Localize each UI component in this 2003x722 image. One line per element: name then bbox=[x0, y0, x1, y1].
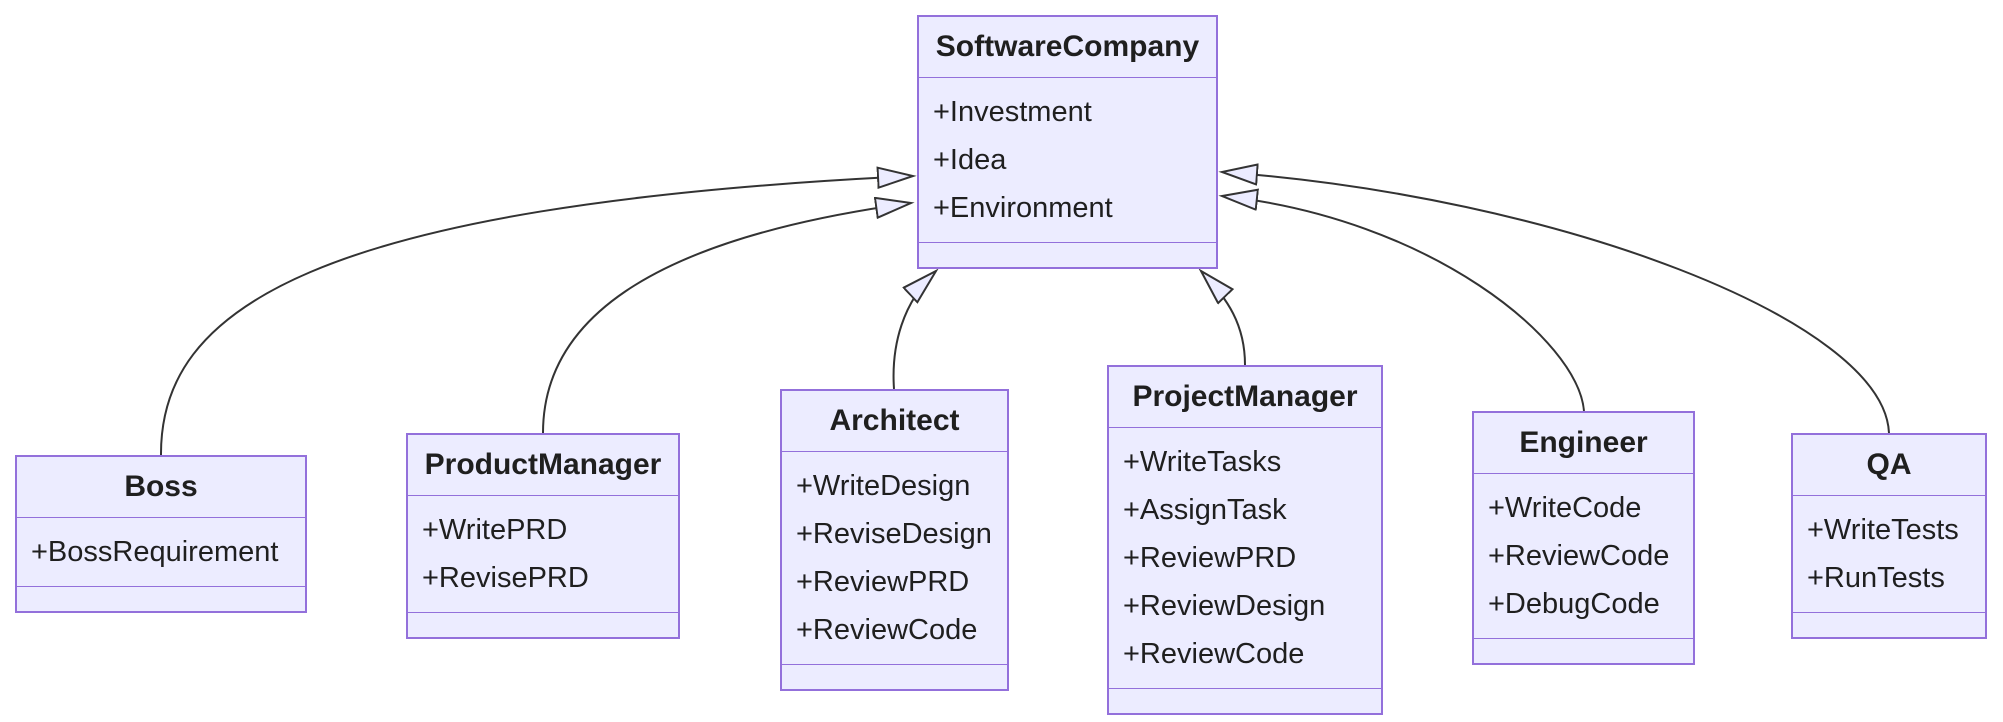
class-title: QA bbox=[1793, 435, 1985, 496]
class-box-qa: QA +WriteTests +RunTests bbox=[1791, 433, 1987, 639]
class-box-engineer: Engineer +WriteCode +ReviewCode +DebugCo… bbox=[1472, 411, 1695, 665]
class-attribute: +RunTests bbox=[1807, 562, 1945, 594]
class-attribute: +ReviewPRD bbox=[1123, 542, 1297, 574]
class-attribute: +ReviewCode bbox=[1123, 638, 1305, 670]
inheritance-edge-architect-to-softwarecompany bbox=[892, 271, 936, 390]
class-attribute: +ReviseDesign bbox=[796, 518, 992, 550]
class-title: Engineer bbox=[1474, 413, 1693, 474]
inheritance-edge-engineer-to-softwarecompany bbox=[1222, 196, 1585, 412]
class-attribute: +WriteTasks bbox=[1123, 446, 1282, 478]
class-attributes-compartment: +Investment +Idea +Environment bbox=[919, 78, 1216, 243]
class-attributes-compartment: +WriteDesign +ReviseDesign +ReviewPRD +R… bbox=[782, 452, 1007, 665]
class-attribute: +Environment bbox=[933, 192, 1113, 224]
class-attribute: +WriteCode bbox=[1488, 492, 1642, 524]
class-attribute: +ReviewDesign bbox=[1123, 590, 1326, 622]
class-methods-compartment bbox=[1109, 689, 1381, 713]
class-attribute: +WriteTests bbox=[1807, 514, 1959, 546]
class-attributes-compartment: +WriteTests +RunTests bbox=[1793, 496, 1985, 613]
class-title: ProjectManager bbox=[1109, 367, 1381, 428]
inheritance-edge-qa-to-softwarecompany bbox=[1222, 172, 1890, 434]
class-attribute: +RevisePRD bbox=[422, 562, 589, 594]
class-attribute: +BossRequirement bbox=[31, 536, 279, 568]
inheritance-edge-boss-to-softwarecompany bbox=[159, 176, 913, 456]
class-methods-compartment bbox=[782, 665, 1007, 689]
class-title: ProductManager bbox=[408, 435, 678, 496]
class-methods-compartment bbox=[408, 613, 678, 637]
class-box-boss: Boss +BossRequirement bbox=[15, 455, 307, 613]
class-attribute: +Idea bbox=[933, 144, 1007, 176]
class-box-projectmanager: ProjectManager +WriteTasks +AssignTask +… bbox=[1107, 365, 1383, 715]
class-attributes-compartment: +WriteTasks +AssignTask +ReviewPRD +Revi… bbox=[1109, 428, 1381, 689]
inheritance-edge-productmanager-to-softwarecompany bbox=[542, 203, 911, 434]
class-attribute: +ReviewCode bbox=[796, 614, 978, 646]
inheritance-edge-projectmanager-to-softwarecompany bbox=[1201, 271, 1246, 366]
class-methods-compartment bbox=[919, 243, 1216, 267]
class-attribute: +ReviewPRD bbox=[796, 566, 970, 598]
class-attribute: +AssignTask bbox=[1123, 494, 1287, 526]
class-methods-compartment bbox=[1793, 613, 1985, 637]
class-title: Architect bbox=[782, 391, 1007, 452]
class-box-softwarecompany: SoftwareCompany +Investment +Idea +Envir… bbox=[917, 15, 1218, 269]
class-attribute: +ReviewCode bbox=[1488, 540, 1670, 572]
class-methods-compartment bbox=[1474, 639, 1693, 663]
class-box-architect: Architect +WriteDesign +ReviseDesign +Re… bbox=[780, 389, 1009, 691]
class-box-productmanager: ProductManager +WritePRD +RevisePRD bbox=[406, 433, 680, 639]
class-attributes-compartment: +BossRequirement bbox=[17, 518, 305, 587]
class-title: Boss bbox=[17, 457, 305, 518]
class-methods-compartment bbox=[17, 587, 305, 611]
class-attribute: +WritePRD bbox=[422, 514, 568, 546]
class-attributes-compartment: +WritePRD +RevisePRD bbox=[408, 496, 678, 613]
class-attribute: +DebugCode bbox=[1488, 588, 1660, 620]
class-attribute: +Investment bbox=[933, 96, 1092, 128]
class-attribute: +WriteDesign bbox=[796, 470, 971, 502]
class-attributes-compartment: +WriteCode +ReviewCode +DebugCode bbox=[1474, 474, 1693, 639]
class-title: SoftwareCompany bbox=[919, 17, 1216, 78]
